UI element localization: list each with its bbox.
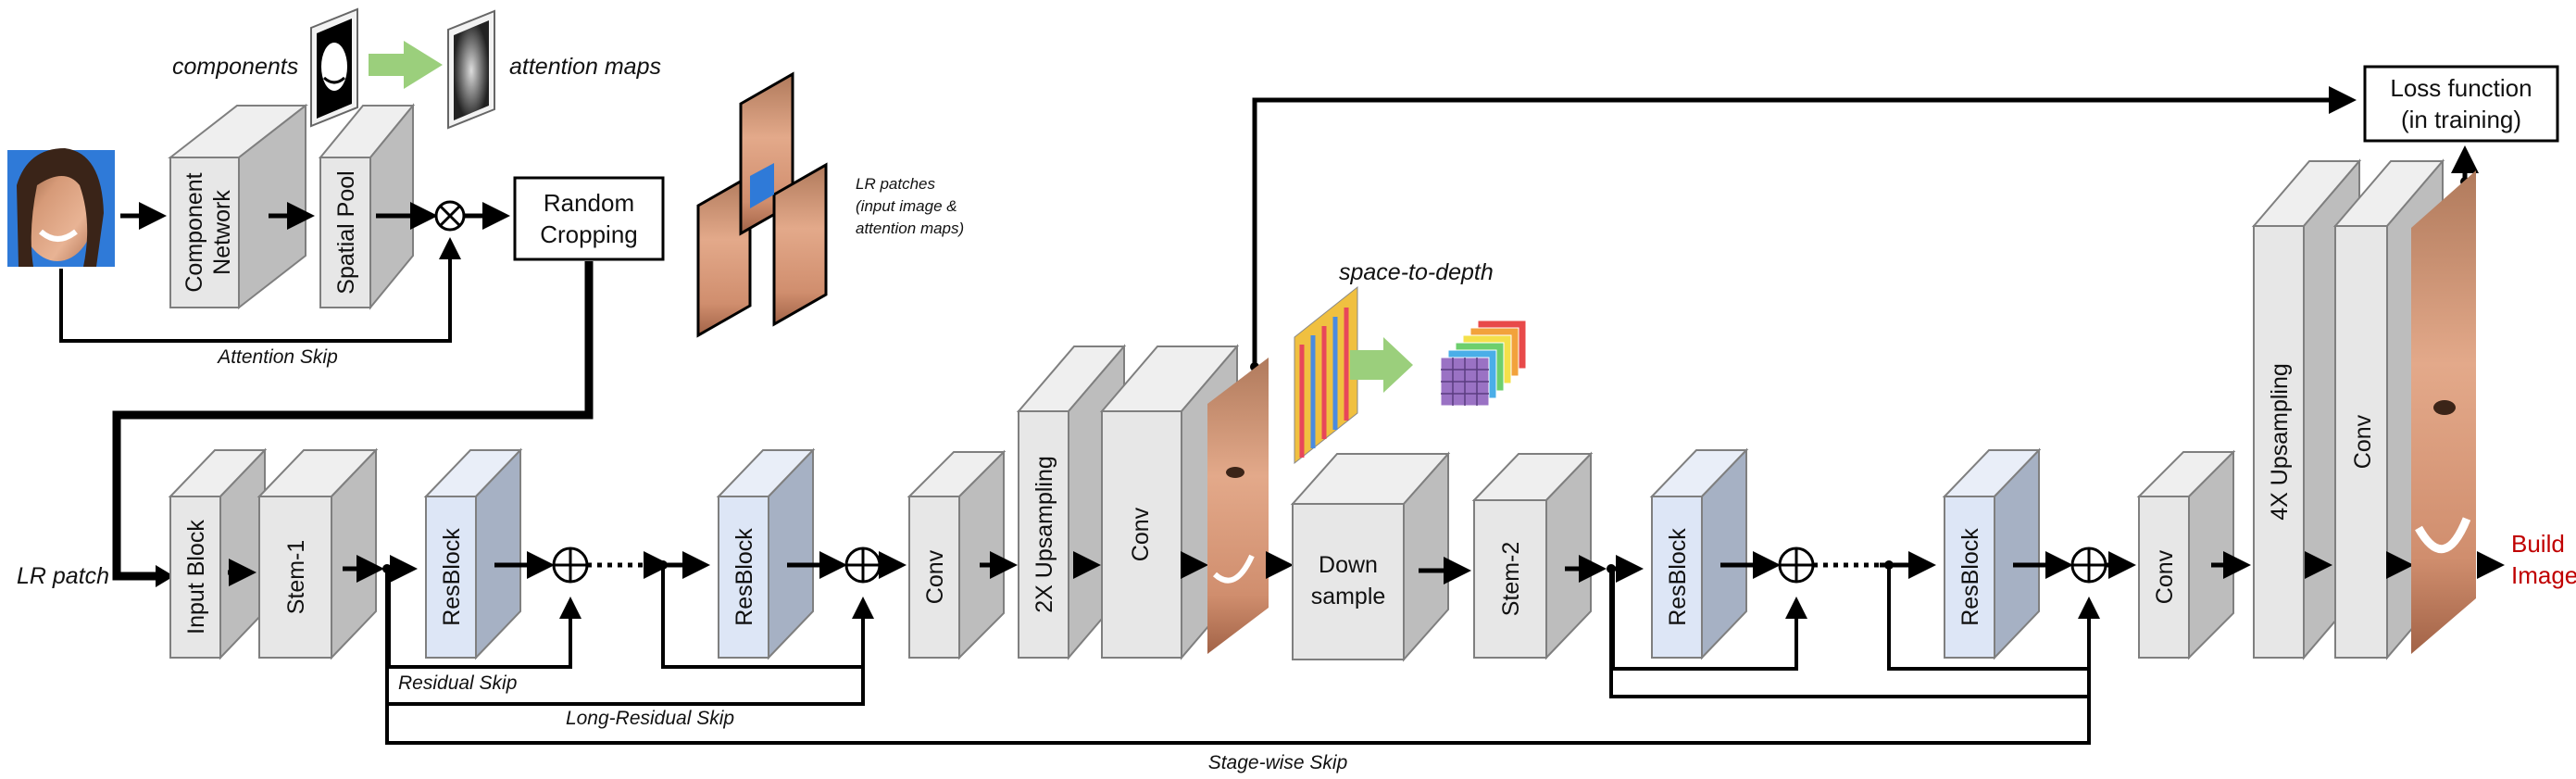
conv-block-3: Conv xyxy=(2136,449,2236,660)
long-residual-skip-label: Long-Residual Skip xyxy=(566,708,734,729)
component-network-label-2: Network xyxy=(209,190,235,275)
resblock-1-label: ResBlock xyxy=(439,528,465,626)
components-label: components xyxy=(172,54,298,80)
conv-4-label: Conv xyxy=(2350,414,2376,469)
lr-patch-label: LR patch xyxy=(17,563,109,589)
residual-skip-label: Residual Skip xyxy=(398,672,517,694)
random-cropping-label-1: Random xyxy=(544,189,634,217)
downsample-label-1: Down xyxy=(1319,552,1378,578)
lr-patches-label-3: attention maps) xyxy=(856,220,964,237)
spatial-pool-block: Spatial Pool xyxy=(318,103,416,310)
component-network-block: Component Network xyxy=(168,103,308,310)
loss-function-label-1: Loss function xyxy=(2390,74,2532,102)
loss-function-box: Loss function (in training) xyxy=(2363,65,2559,143)
space-to-depth-label: space-to-depth xyxy=(1339,259,1494,285)
space-to-depth-image xyxy=(1294,285,1527,465)
circled-plus-icon xyxy=(1778,547,1815,584)
green-arrow-icon xyxy=(369,41,443,89)
intermediate-face-image xyxy=(1207,358,1269,654)
attention-maps-image xyxy=(447,9,495,130)
conv-2-label: Conv xyxy=(1128,507,1154,561)
lr-patches-label-2: (input image & xyxy=(856,197,957,215)
circled-plus-icon xyxy=(2070,547,2107,584)
random-cropping-label-2: Cropping xyxy=(540,220,638,248)
random-cropping-box: Random Cropping xyxy=(513,176,665,261)
conv-1-label: Conv xyxy=(922,549,948,604)
loss-function-label-2: (in training) xyxy=(2401,106,2521,133)
resblock-4: ResBlock xyxy=(1942,447,2042,660)
stem1-label: Stem-1 xyxy=(283,540,309,615)
resblock-3-label: ResBlock xyxy=(1665,528,1691,626)
input-face-photo xyxy=(7,148,115,267)
circled-plus-icon xyxy=(552,547,589,584)
input-block-label: Input Block xyxy=(183,520,209,635)
resblock-4-label: ResBlock xyxy=(1957,528,1983,626)
lr-patches-label-1: LR patches xyxy=(856,175,935,193)
resblock-2-label: ResBlock xyxy=(732,528,757,626)
lr-patches-image xyxy=(696,71,828,338)
stagewise-skip-label: Stage-wise Skip xyxy=(1208,752,1348,773)
resblock-2: ResBlock xyxy=(716,447,816,660)
spatial-pool-label: Spatial Pool xyxy=(333,170,359,294)
attention-skip-label: Attention Skip xyxy=(216,346,338,368)
stem2-block: Stem-2 xyxy=(1471,451,1594,660)
downsample-label-2: sample xyxy=(1311,584,1386,609)
build-image-label-2: Image xyxy=(2511,561,2576,589)
downsample-block: Down sample xyxy=(1290,451,1451,662)
upsample-2x-label: 2X Upsampling xyxy=(1032,456,1057,613)
resblock-3: ResBlock xyxy=(1649,447,1749,660)
conv-3-label: Conv xyxy=(2152,549,2178,604)
stem1-block: Stem-1 xyxy=(256,447,379,660)
attention-maps-label: attention maps xyxy=(509,54,661,80)
build-image-label-1: Build xyxy=(2511,530,2565,558)
stem2-label: Stem-2 xyxy=(1498,542,1524,617)
output-face-image xyxy=(2411,170,2476,654)
component-network-label-1: Component xyxy=(181,172,207,292)
upsample-4x-label: 4X Upsampling xyxy=(2267,363,2293,521)
resblock-1: ResBlock xyxy=(423,447,523,660)
circled-plus-icon xyxy=(844,547,882,584)
input-block: Input Block xyxy=(168,447,268,660)
components-image xyxy=(310,7,358,128)
conv-block-1: Conv xyxy=(907,449,1007,660)
